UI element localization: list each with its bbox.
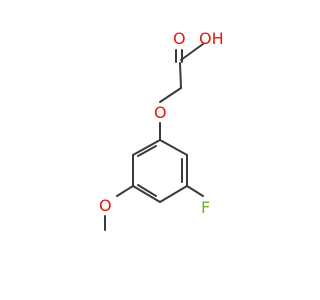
bond-ch2-o xyxy=(159,87,182,103)
bond-c-oh xyxy=(180,43,204,61)
ring-bond-1 xyxy=(159,139,188,156)
molecule-canvas: OH O O F O xyxy=(99,29,224,231)
atom-fluorine: F xyxy=(201,198,210,217)
bond-c-ch2 xyxy=(179,62,182,89)
bond-ring-methoxy-o xyxy=(116,185,134,197)
bond-layer xyxy=(104,43,204,231)
ring-bond-6 xyxy=(132,139,161,156)
ring-bond-4 xyxy=(132,185,161,203)
structure-diagram: OH O O F O xyxy=(99,29,224,231)
ring-bond-3 xyxy=(159,185,188,203)
bond-ring-f xyxy=(186,185,204,197)
ring-inner-bond-2 xyxy=(137,184,157,197)
ring-inner-bond-3 xyxy=(137,145,157,157)
atom-ether-o: O xyxy=(154,103,167,122)
atom-carbonyl-o: O xyxy=(173,29,186,48)
atom-layer: OH O O F O xyxy=(99,29,224,217)
atom-methoxy-o: O xyxy=(99,196,112,215)
atom-oh: OH xyxy=(199,29,224,48)
